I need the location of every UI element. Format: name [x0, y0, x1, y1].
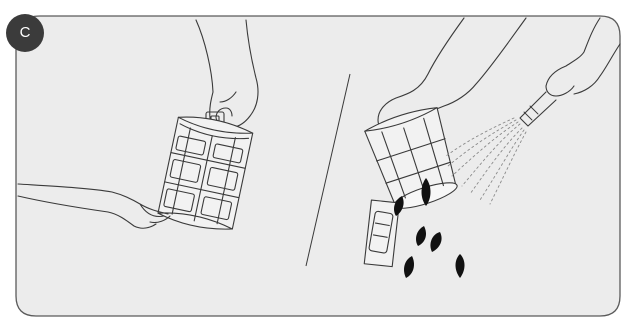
step-badge: C	[6, 14, 44, 52]
panel-frame	[16, 16, 620, 316]
